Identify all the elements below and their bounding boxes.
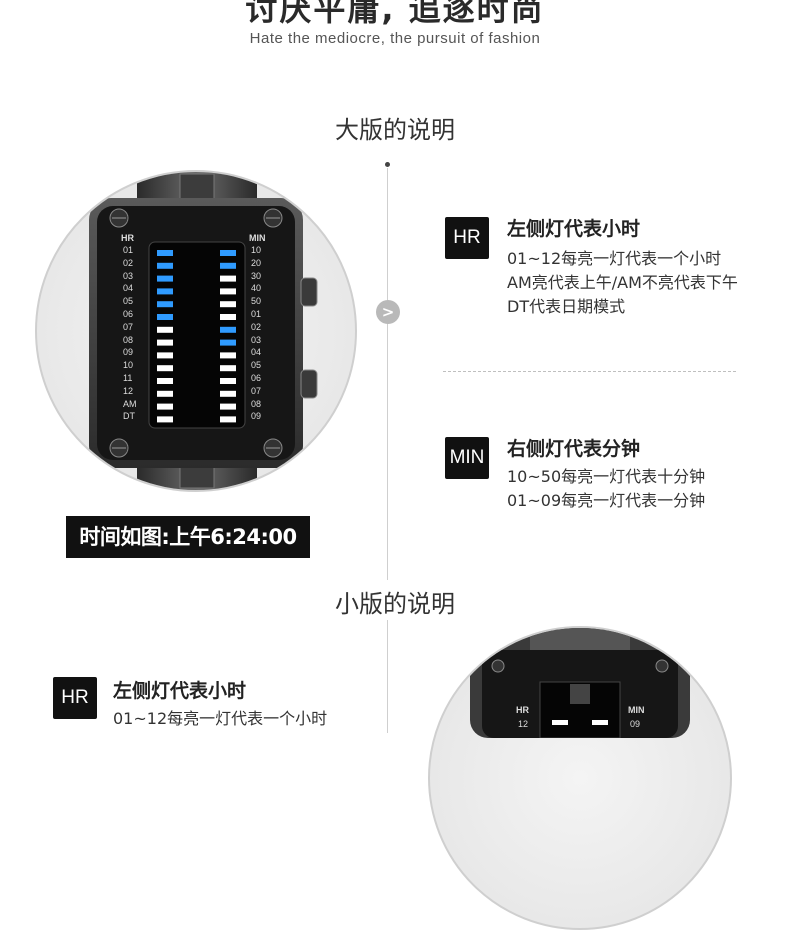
minute-label: 20 bbox=[251, 257, 262, 268]
timeline-dot bbox=[385, 162, 390, 167]
small-hr-line-1: 01~12每亮一灯代表一个小时 bbox=[113, 709, 328, 728]
hour-label: 09 bbox=[123, 347, 134, 358]
section-title-small: 小版的说明 bbox=[335, 590, 455, 618]
hour-label: 03 bbox=[123, 270, 134, 281]
hour-led bbox=[157, 339, 173, 346]
hour-label: 04 bbox=[123, 283, 134, 294]
hr-line-3: DT代表日期模式 bbox=[507, 297, 626, 316]
hour-label: 10 bbox=[123, 360, 134, 371]
hour-label: AM bbox=[123, 398, 137, 409]
hour-label: 05 bbox=[123, 296, 134, 307]
minute-led bbox=[220, 275, 236, 282]
small-watch-hr-first: 12 bbox=[518, 719, 529, 729]
minute-label: 04 bbox=[251, 347, 262, 358]
hour-led bbox=[157, 365, 173, 372]
hour-label: 07 bbox=[123, 321, 134, 332]
hour-label: 08 bbox=[123, 334, 134, 345]
minute-label: 10 bbox=[251, 245, 262, 255]
minute-label: 30 bbox=[251, 270, 262, 281]
timeline-line-lower bbox=[387, 620, 388, 733]
hour-leds bbox=[157, 250, 173, 423]
hour-led bbox=[157, 250, 173, 256]
hour-led bbox=[157, 390, 173, 397]
hour-led bbox=[157, 403, 173, 410]
minute-led bbox=[220, 262, 236, 269]
minute-label: 08 bbox=[251, 398, 262, 409]
minute-led bbox=[220, 301, 236, 308]
hour-label: 06 bbox=[123, 308, 134, 319]
hour-led bbox=[157, 326, 173, 333]
page-title: 讨厌平庸, 追逐时尚 bbox=[245, 0, 545, 28]
min-title: 右侧灯代表分钟 bbox=[507, 438, 641, 460]
dashed-divider bbox=[443, 371, 736, 372]
minute-led bbox=[220, 416, 236, 423]
hour-led bbox=[157, 352, 173, 359]
minute-led bbox=[220, 339, 236, 346]
hr-line-1: 01~12每亮一灯代表一个小时 bbox=[507, 249, 722, 268]
small-watch-min-first: 09 bbox=[630, 719, 641, 729]
minute-led bbox=[220, 365, 236, 372]
page-subtitle: Hate the mediocre, the pursuit of fashio… bbox=[249, 30, 541, 47]
watch-min-header: MIN bbox=[249, 233, 266, 243]
min-badge: MIN bbox=[445, 437, 489, 479]
min-line-1: 10~50每亮一灯代表十分钟 bbox=[507, 467, 706, 486]
timeline-line-upper bbox=[387, 168, 388, 580]
minute-label: 03 bbox=[251, 334, 262, 345]
minute-label: 06 bbox=[251, 372, 262, 383]
minute-led bbox=[220, 326, 236, 333]
hour-led bbox=[157, 301, 173, 308]
small-watch-hr: HR bbox=[516, 705, 529, 715]
minute-label: 01 bbox=[251, 308, 262, 319]
hr-badge: HR bbox=[445, 217, 489, 259]
hour-label: 11 bbox=[123, 372, 133, 383]
minute-led bbox=[220, 378, 236, 384]
minute-led bbox=[220, 352, 236, 359]
hr-description: 01~12每亮一灯代表一个小时 AM亮代表上午/AM不亮代表下午 DT代表日期模… bbox=[507, 247, 738, 319]
hour-label: DT bbox=[123, 411, 135, 422]
minute-label: 05 bbox=[251, 360, 262, 371]
hour-label: 01 bbox=[123, 245, 134, 255]
minute-label: 07 bbox=[251, 385, 262, 396]
small-watch-illustration bbox=[470, 628, 690, 739]
hr-line-2: AM亮代表上午/AM不亮代表下午 bbox=[507, 273, 738, 292]
section-title-big: 大版的说明 bbox=[335, 116, 455, 144]
hour-led bbox=[157, 288, 173, 295]
minute-led bbox=[220, 250, 236, 256]
minute-led bbox=[220, 390, 236, 397]
minute-led bbox=[220, 403, 236, 410]
chevron-right-icon: > bbox=[376, 300, 400, 324]
minute-label: 50 bbox=[251, 296, 262, 307]
min-line-2: 01~09每亮一灯代表一分钟 bbox=[507, 491, 706, 510]
hour-led bbox=[157, 275, 173, 282]
minute-label: 40 bbox=[251, 283, 262, 294]
min-description: 10~50每亮一灯代表十分钟 01~09每亮一灯代表一分钟 bbox=[507, 465, 705, 513]
small-hr-badge: HR bbox=[53, 677, 97, 719]
hr-title: 左侧灯代表小时 bbox=[507, 218, 641, 240]
watch-illustration bbox=[89, 172, 318, 490]
hour-led bbox=[157, 416, 173, 423]
minute-leds bbox=[220, 250, 236, 423]
minute-label: 02 bbox=[251, 321, 262, 332]
minute-label: 09 bbox=[251, 411, 262, 422]
small-watch-min: MIN bbox=[628, 705, 645, 715]
minute-led bbox=[220, 288, 236, 295]
small-hr-title: 左侧灯代表小时 bbox=[113, 680, 247, 702]
watch-hr-header: HR bbox=[121, 233, 134, 243]
hour-label: 12 bbox=[123, 385, 134, 396]
hour-led bbox=[157, 378, 173, 384]
time-caption: 时间如图:上午6:24:00 bbox=[66, 516, 310, 558]
hour-led bbox=[157, 262, 173, 269]
watch-image-small: HR 12 MIN 09 bbox=[428, 626, 732, 930]
minute-led bbox=[220, 314, 236, 320]
hour-led bbox=[157, 314, 173, 320]
hour-label: 02 bbox=[123, 257, 134, 268]
